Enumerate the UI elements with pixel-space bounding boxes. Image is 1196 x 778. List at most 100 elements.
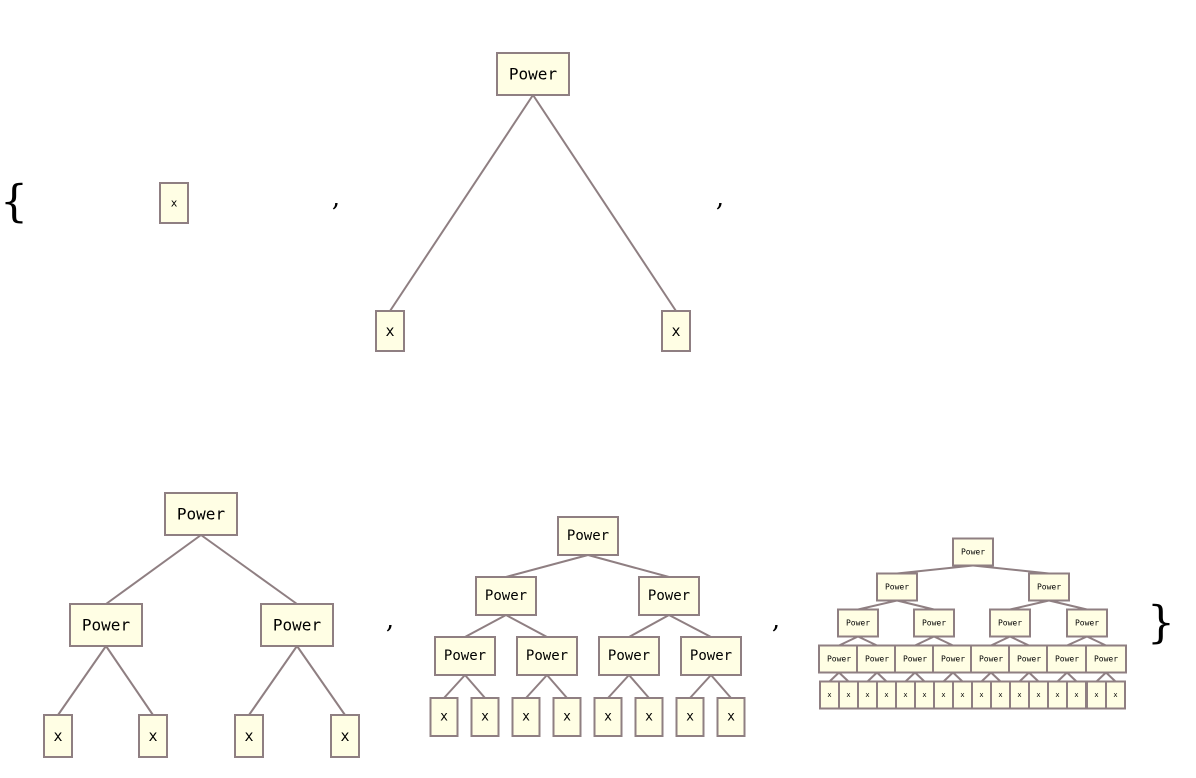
leaf-node-x: x [1009,680,1030,710]
leaf-node-x: x [914,680,935,710]
leaf-node-x: x [1086,680,1107,710]
leaf-node-x: x [819,680,840,710]
leaf-node-x: x [593,697,623,737]
power-node: Power [989,608,1031,638]
tree-depth-2-edge [57,645,107,716]
power-node: Power [1046,644,1088,674]
leaf-node-x: x [952,680,973,710]
leaf-label: x [1074,691,1078,699]
tree-depth-3-edge [505,614,548,638]
power-label: Power [998,619,1022,628]
tree-depth-4-edge [866,671,878,683]
tree-depth-3-edge [628,614,670,638]
tree-depth-4-edge [838,671,850,683]
leaf-node-x: x [895,680,916,710]
tree-depth-4-edge [1066,635,1088,647]
leaf-label: x [385,322,394,340]
leaf-label: x [522,710,530,725]
leaf-label: x [998,691,1002,699]
leaf-label: x [846,691,850,699]
power-label: Power [567,528,609,544]
power-node: Power [952,537,994,567]
tree-depth-3-edge [505,554,589,578]
power-node: Power [1066,608,1108,638]
tree-depth-4-edge [914,635,935,647]
power-node: Power [837,608,879,638]
leaf-node-x: x [1066,680,1087,710]
leaf-node-x: x [675,697,705,737]
leaf-label: x [645,710,653,725]
leaf-label: x [727,710,735,725]
power-node: Power [164,492,238,536]
power-label: Power [1075,619,1099,628]
tree-depth-4-edge [990,671,1002,683]
separator-comma: , [386,605,394,635]
power-label: Power [273,616,322,635]
tree-depth-3-edge [443,674,466,699]
power-node: Power [69,603,143,647]
leaf-label: x [53,727,62,745]
power-node: Power [598,636,660,676]
leaf-node-x: x [552,697,582,737]
leaf-label: x [340,727,349,745]
power-label: Power [1017,655,1041,664]
leaf-node-x: x [138,714,168,758]
separator-comma: , [332,183,340,213]
tree-depth-4-edge [914,671,926,683]
power-node: Power [680,636,742,676]
power-node: Power [557,516,619,556]
tree-depth-2-edge [105,534,202,605]
leaf-label: x [1036,691,1040,699]
tree-depth-4-edge [904,671,916,683]
tree-depth-4-edge [980,671,992,683]
tree-depth-2-edge [105,645,154,716]
power-node: Power [260,603,334,647]
power-label: Power [827,655,851,664]
separator-comma: , [772,605,780,635]
leaf-label: x [922,691,926,699]
leaf-label: x [884,691,888,699]
tree-depth-3-edge [607,674,630,699]
power-node: Power [1085,644,1127,674]
leaf-label: x [1055,691,1059,699]
leaf-node-x: x [429,697,459,737]
leaf-label: x [979,691,983,699]
leaf-label: x [903,691,907,699]
tree-edges [57,94,1117,716]
power-node: Power [1008,644,1050,674]
leaf-label: x [960,691,964,699]
leaf-node-x: x [716,697,746,737]
tree-depth-4-edge [1066,671,1078,683]
power-label: Power [177,505,226,524]
tree-depth-3-edge [628,674,650,699]
leaf-label: x [563,710,571,725]
tree-depth-1-edge [389,94,534,312]
power-node: Power [638,576,700,616]
power-label: Power [846,619,870,628]
tree-depth-3-edge [689,674,712,699]
leaf-label: x [1113,691,1117,699]
tree-depth-2-edge [296,645,346,716]
tree-depth-3-edge [668,614,712,638]
tree-depth-3-edge [525,674,548,699]
tree-depth-4-edge [1048,599,1088,611]
close-brace: } [1147,598,1175,649]
power-node: Power [475,576,537,616]
leaf-node-x: x [511,697,541,737]
leaf-node-x: x [1028,680,1049,710]
leaf-node-x: x [857,680,878,710]
leaf-node-x: x [375,310,405,352]
leaf-label: x [244,727,253,745]
tree-depth-3-edge [464,674,486,699]
tree-depth-4-edge [1028,671,1040,683]
power-label: Power [922,619,946,628]
leaf-label: x [865,691,869,699]
tree-depth-4-edge [1086,635,1107,647]
leaf-node-x: x [1047,680,1068,710]
power-label: Power [690,648,732,664]
leaf-node-x: x [990,680,1011,710]
leaf-label: x [686,710,694,725]
tree-depth-4-edge [990,635,1011,647]
